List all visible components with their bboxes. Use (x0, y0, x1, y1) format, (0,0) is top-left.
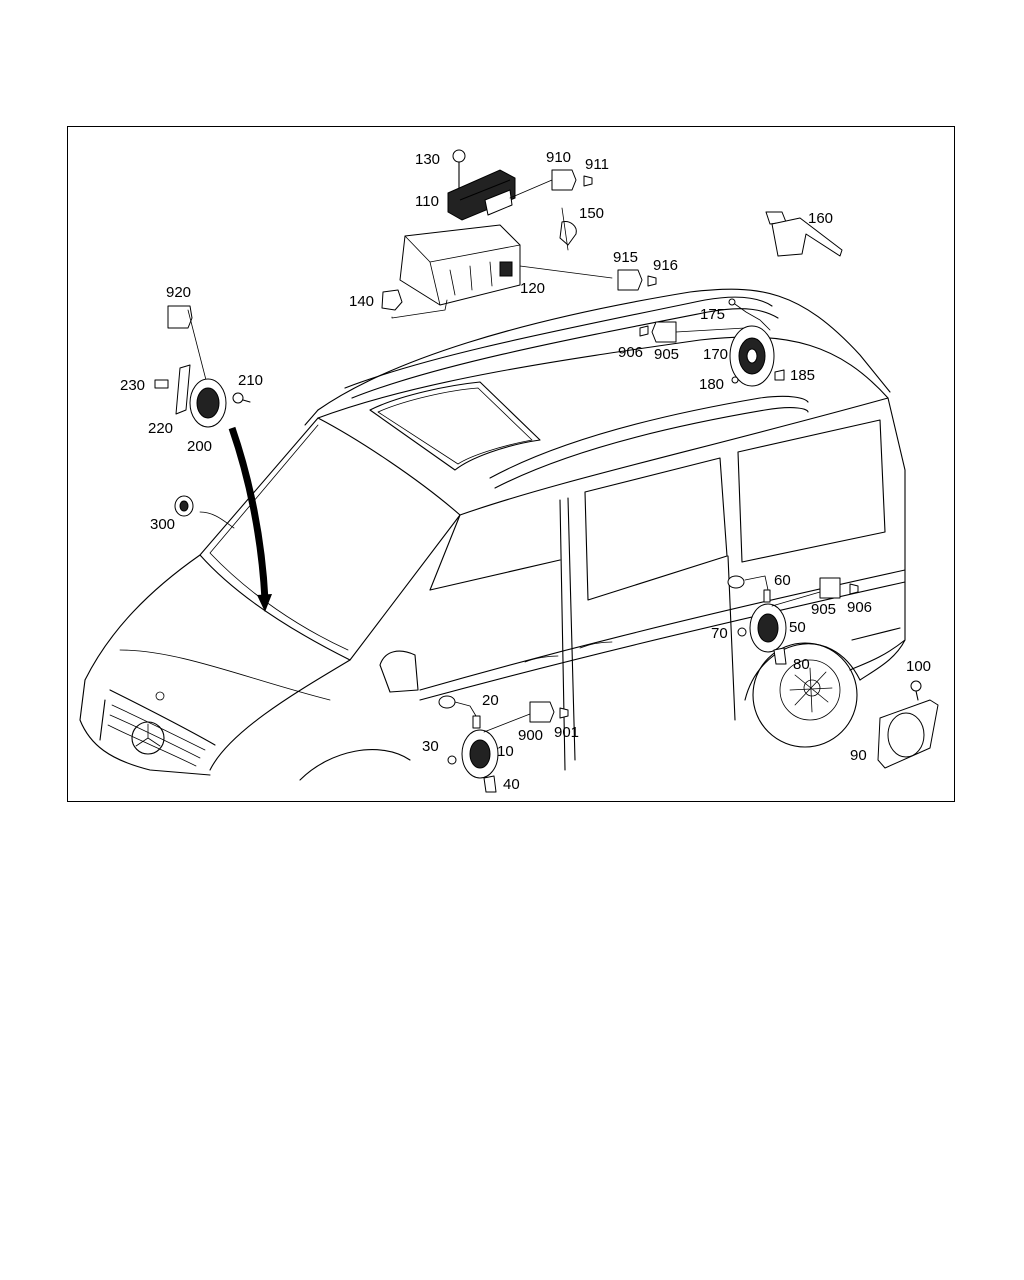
callout-901: 901 (554, 724, 579, 741)
callout-20: 20 (482, 692, 499, 709)
amplifier-box-120 (399, 224, 613, 306)
callout-180: 180 (699, 376, 724, 393)
callout-905-upper: 905 (654, 346, 679, 363)
bolt-130 (452, 149, 466, 193)
tweeter-300 (174, 495, 235, 529)
callout-40: 40 (503, 776, 520, 793)
connector-905-906-lower (819, 577, 859, 599)
callout-185: 185 (790, 367, 815, 384)
callout-170: 170 (703, 346, 728, 363)
connector-920 (167, 305, 207, 381)
callout-300: 300 (150, 516, 175, 533)
nut-140 (381, 289, 448, 319)
callout-150: 150 (579, 205, 604, 222)
speaker-bracket-90 (877, 680, 939, 769)
callout-920: 920 (166, 284, 191, 301)
callout-175: 175 (700, 306, 725, 323)
speaker-10 (438, 695, 531, 793)
callout-110: 110 (415, 193, 439, 210)
connector-910-911 (551, 169, 593, 191)
callout-90: 90 (850, 747, 867, 764)
callout-160: 160 (808, 210, 833, 227)
callout-230: 230 (120, 377, 145, 394)
callout-906-lower: 906 (847, 599, 872, 616)
callout-910: 910 (546, 149, 571, 166)
callout-10: 10 (497, 743, 514, 760)
callout-100: 100 (906, 658, 931, 675)
control-unit-110 (447, 169, 553, 221)
callout-900: 900 (518, 727, 543, 744)
van-body-illustration (79, 288, 906, 781)
callout-140: 140 (349, 293, 374, 310)
diagram-frame (67, 126, 955, 802)
callout-915: 915 (613, 249, 638, 266)
callout-911: 911 (585, 156, 609, 173)
connector-905-906-upper (639, 321, 746, 343)
clip-150 (559, 207, 577, 251)
callout-30: 30 (422, 738, 439, 755)
callout-120: 120 (520, 280, 545, 297)
callout-200: 200 (187, 438, 212, 455)
callout-70: 70 (711, 625, 728, 642)
callout-60: 60 (774, 572, 791, 589)
callout-906-upper: 906 (618, 344, 643, 361)
callout-220: 220 (148, 420, 173, 437)
speaker-50 (727, 575, 821, 665)
callout-labels: 130 910 911 110 150 160 915 916 140 120 … (120, 149, 931, 793)
connector-915-916 (617, 269, 657, 291)
callout-916: 916 (653, 257, 678, 274)
callout-210: 210 (238, 372, 263, 389)
callout-50: 50 (789, 619, 806, 636)
callout-130: 130 (415, 151, 440, 168)
speaker-170 (728, 298, 785, 387)
speaker-200 (154, 364, 251, 428)
callout-905-lower: 905 (811, 601, 836, 618)
callout-80: 80 (793, 656, 810, 673)
sensor-160 (765, 211, 843, 257)
connector-900-901 (529, 701, 569, 723)
